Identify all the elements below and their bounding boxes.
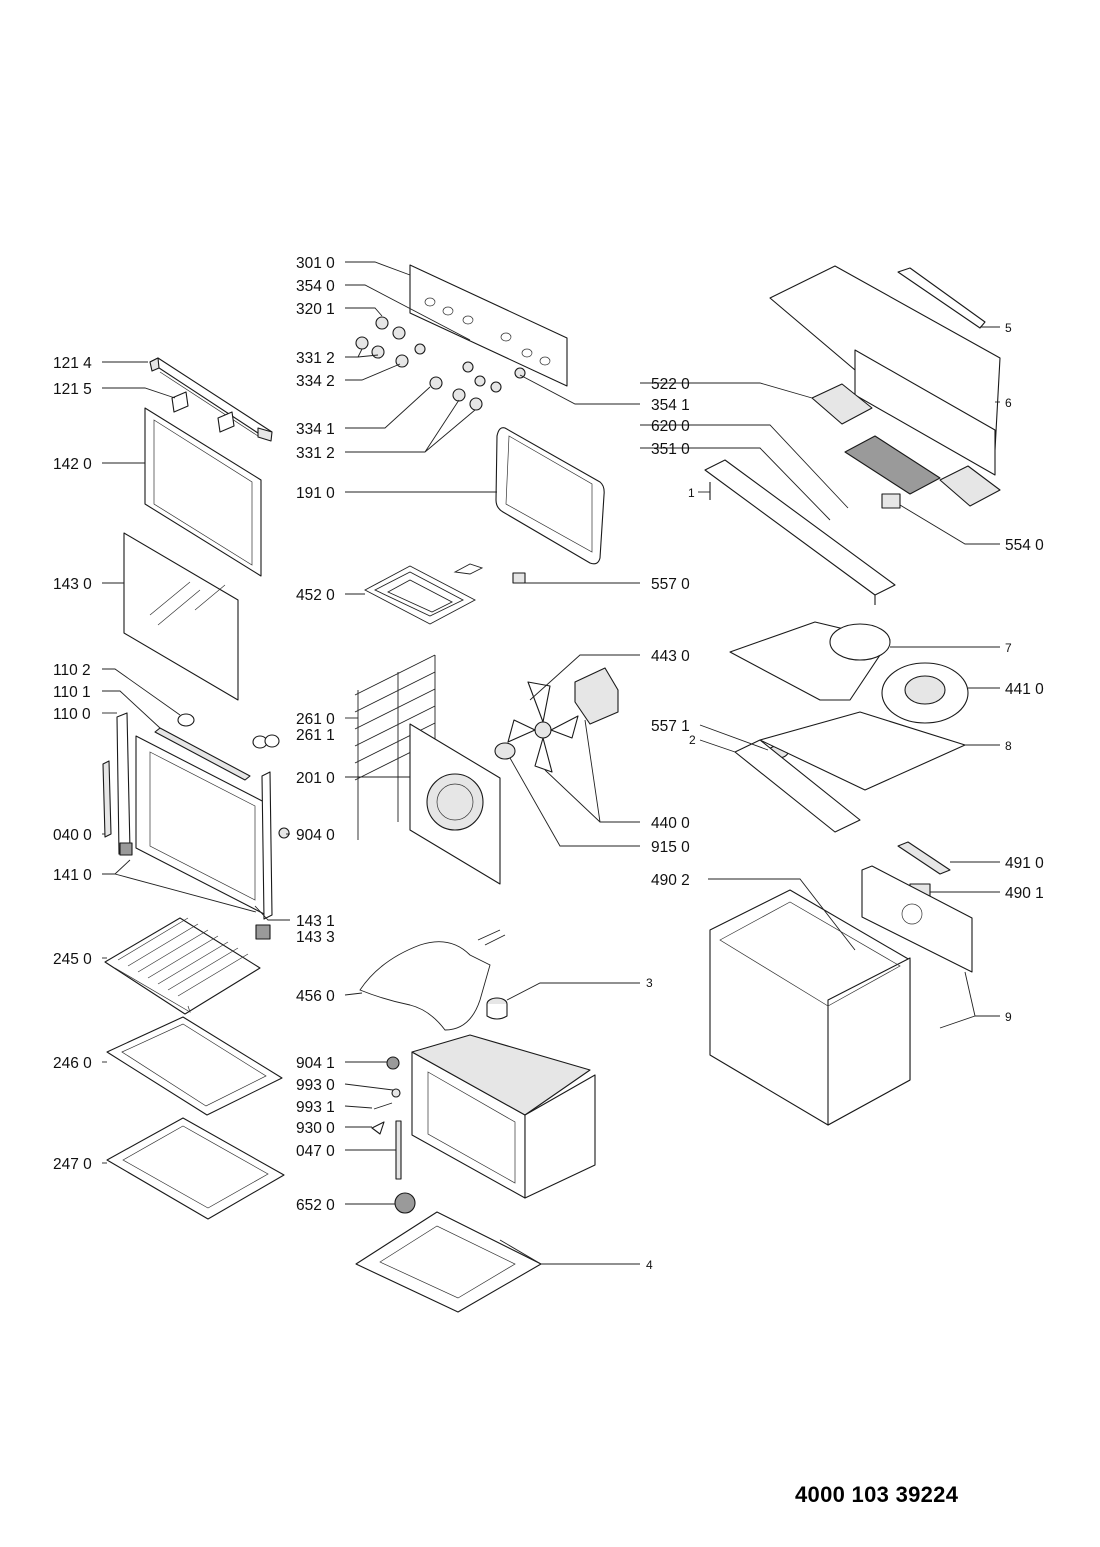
inner-door-glass-part [123,532,239,701]
outer-door-glass-part [144,407,262,577]
callout-141-0: 141 0 [53,867,92,884]
bottom-heating-element-part [359,929,506,1031]
callout-904-0: 904 0 [296,827,335,844]
callout-261-0: 261 0 [296,711,335,728]
callout-522-0: 522 0 [651,376,690,393]
callout-331-2-lower: 331 2 [296,445,335,462]
door-frame-part [135,727,269,917]
callout-247-0: 247 0 [53,1156,92,1173]
callout-930-0: 930 0 [296,1120,335,1137]
callout-441-0: 441 0 [1005,681,1044,698]
callout-143-3: 143 3 [296,929,335,946]
callout-2: 2 [689,733,696,747]
callout-351-0: 351 0 [651,441,690,458]
callout-142-0: 142 0 [53,456,92,473]
oven-cavity-part [411,1034,596,1199]
callout-246-0: 246 0 [53,1055,92,1072]
callout-143-1: 143 1 [296,913,335,930]
callout-110-0: 110 0 [53,706,91,723]
electronic-board-part [811,383,1001,507]
fan-nut-part [494,742,516,760]
callout-904-1: 904 1 [296,1055,335,1072]
callout-993-0: 993 0 [296,1077,335,1094]
callout-3: 3 [646,976,653,990]
callout-354-0: 354 0 [296,278,335,295]
connector-strip-part [897,841,951,875]
small-fastener-parts [371,1056,416,1214]
callout-6: 6 [1005,396,1012,410]
control-panel-part [409,264,568,387]
callout-557-0: 557 0 [651,576,690,593]
door-gasket-part [495,427,605,565]
callout-993-1: 993 1 [296,1099,335,1116]
callout-121-5: 121 5 [53,381,92,398]
callout-554-0: 554 0 [1005,537,1044,554]
callout-456-0: 456 0 [296,988,335,1005]
callout-443-0: 443 0 [651,648,690,665]
baking-tray-part [106,1016,283,1116]
document-number: 4000 103 39224 [795,1482,959,1507]
terminal-block-part [881,493,901,509]
callout-490-2: 490 2 [651,872,690,889]
callout-1: 1 [688,486,695,500]
callout-8: 8 [1005,739,1012,753]
callout-915-0: 915 0 [651,839,690,856]
door-side-profile-part [261,771,290,920]
callout-452-0: 452 0 [296,587,335,604]
door-hinge-part [102,712,133,856]
callout-5: 5 [1005,321,1012,335]
callout-110-2: 110 2 [53,662,91,679]
callout-334-1: 334 1 [296,421,335,438]
callout-320-1: 320 1 [296,301,335,318]
callout-7: 7 [1005,641,1012,655]
top-frame-part [769,265,1001,476]
grill-element-part [364,563,526,625]
side-rail-part [704,459,896,605]
callout-491-0: 491 0 [1005,855,1044,872]
door-hinge-clip-part [255,924,271,940]
callout-191-0: 191 0 [296,485,335,502]
callout-440-0: 440 0 [651,815,690,832]
wire-shelf-part [104,917,261,1015]
callout-labels: 121 4 121 5 142 0 143 0 110 2 110 1 110 … [53,255,1044,1272]
callout-9: 9 [1005,1010,1012,1024]
oven-lamp-part [486,997,508,1020]
control-knob-parts [355,316,526,411]
callout-620-0: 620 0 [651,418,690,435]
fan-shroud-part [729,621,891,701]
oven-bottom-plate-part [355,1211,542,1313]
callout-557-1: 557 1 [651,718,690,735]
callout-047-0: 047 0 [296,1143,335,1160]
drip-pan-part [106,1117,285,1220]
rear-fan-cover-part [409,723,501,885]
callout-245-0: 245 0 [53,951,92,968]
callout-301-0: 301 0 [296,255,335,272]
callout-490-1: 490 1 [1005,885,1044,902]
door-handle-part [149,357,273,442]
callout-121-4: 121 4 [53,355,92,372]
callout-354-1: 354 1 [651,397,690,414]
callout-110-1: 110 1 [53,684,91,701]
cooling-fan-part [881,662,969,724]
fan-blade-part [507,681,579,773]
callout-652-0: 652 0 [296,1197,335,1214]
fan-motor-part [574,667,619,725]
outer-casing-part [709,889,911,1126]
handle-bracket-part [171,391,235,433]
leader-lines [102,261,1000,1265]
callout-201-0: 201 0 [296,770,335,787]
callout-143-0: 143 0 [53,576,92,593]
callout-331-2-upper: 331 2 [296,350,335,367]
callout-4: 4 [646,1258,653,1272]
door-washer-part [177,713,280,749]
rear-panel-part [861,865,973,973]
callout-334-2: 334 2 [296,373,335,390]
callout-040-0: 040 0 [53,827,92,844]
callout-261-1: 261 1 [296,727,335,744]
